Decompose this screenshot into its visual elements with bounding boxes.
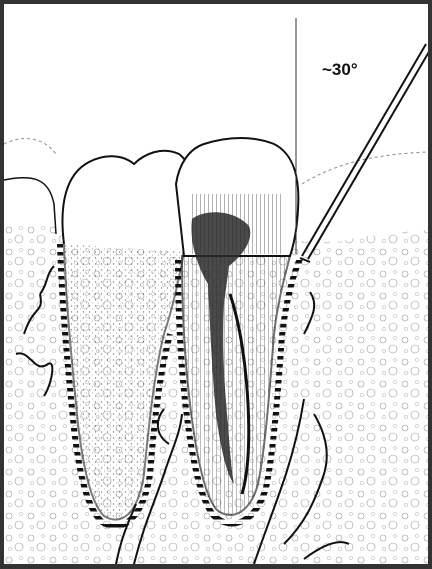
angle-label: ~30° [322, 60, 358, 80]
dental-illustration [4, 4, 428, 564]
periodontal-probe-icon [300, 44, 428, 262]
left-tooth-crown [62, 151, 191, 252]
